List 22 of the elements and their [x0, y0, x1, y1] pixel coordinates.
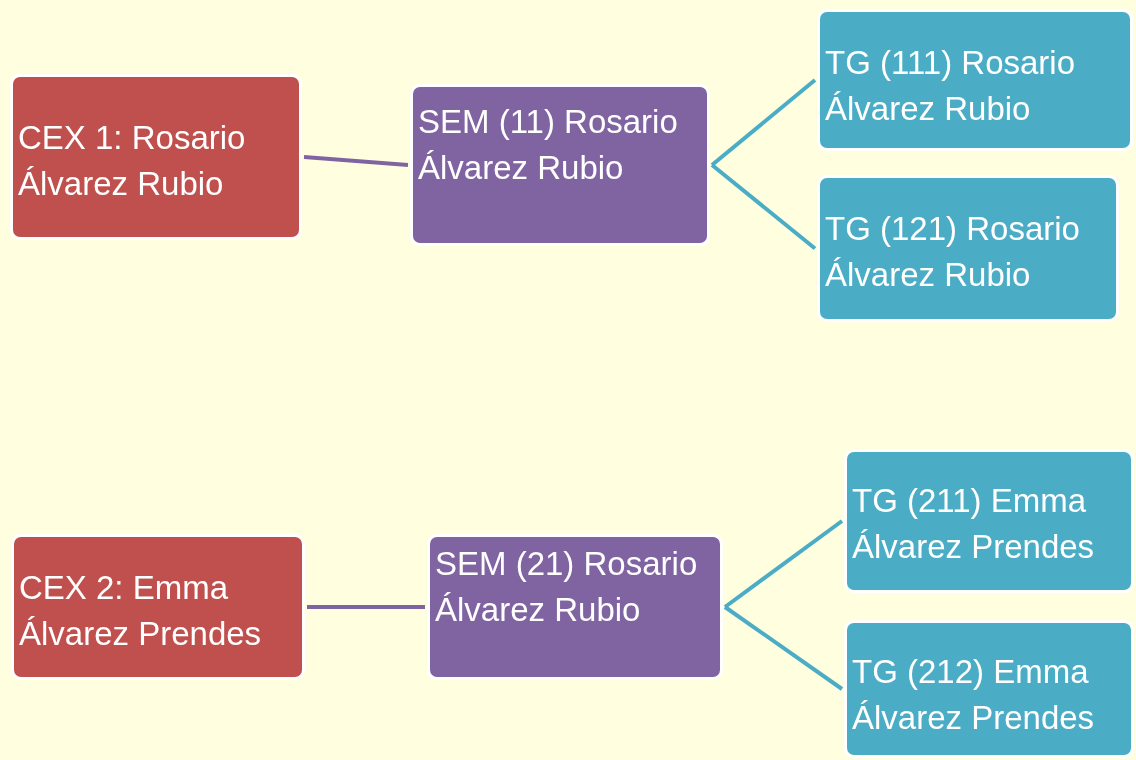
box-label: SEM (11) Rosario Álvarez Rubio — [418, 102, 679, 188]
process-box — [817, 175, 1119, 322]
box-label: CEX 1: Rosario Álvarez Rubio — [18, 118, 247, 204]
process-box — [410, 84, 710, 246]
box-label: CEX 2: Emma Álvarez Prendes — [19, 568, 263, 654]
box-label: TG (111) Rosario Álvarez Rubio — [825, 43, 1076, 129]
box-label: TG (121) Rosario Álvarez Rubio — [825, 209, 1081, 295]
process-box — [427, 534, 723, 680]
process-box — [844, 449, 1134, 593]
process-box — [10, 74, 302, 240]
process-box — [11, 534, 305, 680]
connector-line — [710, 163, 817, 251]
process-box — [844, 620, 1134, 758]
connector-line — [303, 155, 409, 167]
connector-line — [723, 519, 844, 609]
process-box — [817, 9, 1133, 151]
box-label: TG (211) Emma Álvarez Prendes — [852, 481, 1096, 567]
box-label: SEM (21) Rosario Álvarez Rubio — [435, 544, 699, 630]
connector-line — [723, 605, 844, 691]
connector-line — [710, 78, 817, 167]
connector-line — [307, 605, 425, 609]
box-label: TG (212) Emma Álvarez Prendes — [852, 652, 1096, 738]
